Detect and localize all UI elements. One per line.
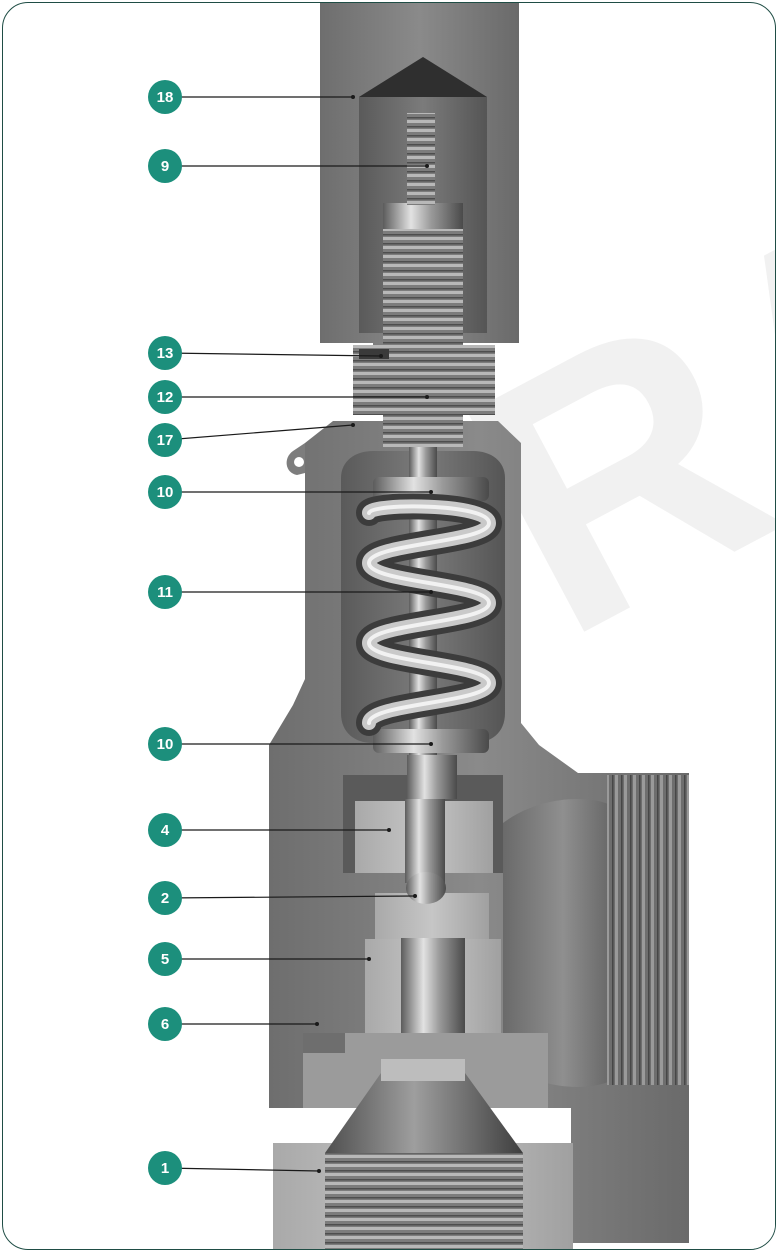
callout-label-6: 6	[161, 1016, 169, 1033]
callout-label-13: 13	[157, 345, 174, 362]
callout-badge-2	[148, 881, 182, 915]
callout-label-18: 18	[157, 89, 174, 106]
outlet-thread	[607, 775, 689, 1085]
stem-collar	[407, 755, 457, 799]
leader-dot-5	[367, 957, 371, 961]
callout-label-10b: 10	[157, 736, 174, 753]
inlet-thread	[325, 1153, 523, 1249]
callout-badge-12	[148, 380, 182, 414]
callout-badge-13	[148, 336, 182, 370]
leader-line-13	[164, 352, 382, 357]
leader-line-2	[164, 895, 416, 899]
leader-dot-9	[425, 164, 429, 168]
callout-badge-11	[148, 575, 182, 609]
leader-dot-12	[425, 395, 429, 399]
leader-dot-11	[429, 590, 433, 594]
locking-screw	[407, 113, 435, 205]
callout-badge-6	[148, 1007, 182, 1041]
callout-badge-4	[148, 813, 182, 847]
cap-gasket	[359, 349, 389, 359]
callout-label-10a: 10	[157, 484, 174, 501]
callout-badge-18	[148, 80, 182, 114]
callout-badge-10b	[148, 727, 182, 761]
spring	[355, 493, 503, 736]
leader-dot-17	[351, 423, 355, 427]
inlet-ring	[381, 1059, 465, 1081]
callout-label-9: 9	[161, 158, 169, 175]
cap-cone-tip	[359, 57, 487, 97]
callout-badge-5	[148, 942, 182, 976]
ring-step	[303, 1033, 345, 1053]
leader-dot-18	[351, 95, 355, 99]
callout-label-2: 2	[161, 890, 169, 907]
callout-label-1: 1	[161, 1160, 169, 1177]
outlet-cut	[689, 763, 775, 1249]
callout-badge-1	[148, 1151, 182, 1185]
spring-washer-bottom	[373, 729, 489, 753]
callout-label-4: 4	[161, 822, 170, 839]
callout-badge-17	[148, 423, 182, 457]
leader-dot-4	[387, 828, 391, 832]
adjusting-screw	[383, 227, 463, 447]
leader-dot-10b	[429, 742, 433, 746]
leader-dot-10a	[429, 490, 433, 494]
leader-dot-1	[317, 1169, 321, 1173]
callout-label-12: 12	[157, 389, 174, 406]
lock-nut	[383, 203, 463, 229]
body-ear-hole	[294, 457, 304, 467]
callout-label-17: 17	[157, 432, 174, 449]
leader-dot-13	[379, 354, 383, 358]
guide-stem	[405, 799, 445, 883]
callout-label-11: 11	[157, 584, 173, 601]
leader-line-1	[164, 1167, 320, 1172]
leader-line-17	[164, 424, 354, 441]
outlet-bore	[503, 799, 623, 1087]
leader-dot-6	[315, 1022, 319, 1026]
callout-badge-10a	[148, 475, 182, 509]
disc-ball	[406, 872, 446, 904]
callout-label-5: 5	[161, 951, 169, 968]
callout-badge-9	[148, 149, 182, 183]
callout-layer: 18 9 13 12 17 10 11 10 4 2 5 6 1	[148, 80, 433, 1185]
cap-thread-right	[463, 345, 495, 415]
leader-dot-2	[413, 894, 417, 898]
